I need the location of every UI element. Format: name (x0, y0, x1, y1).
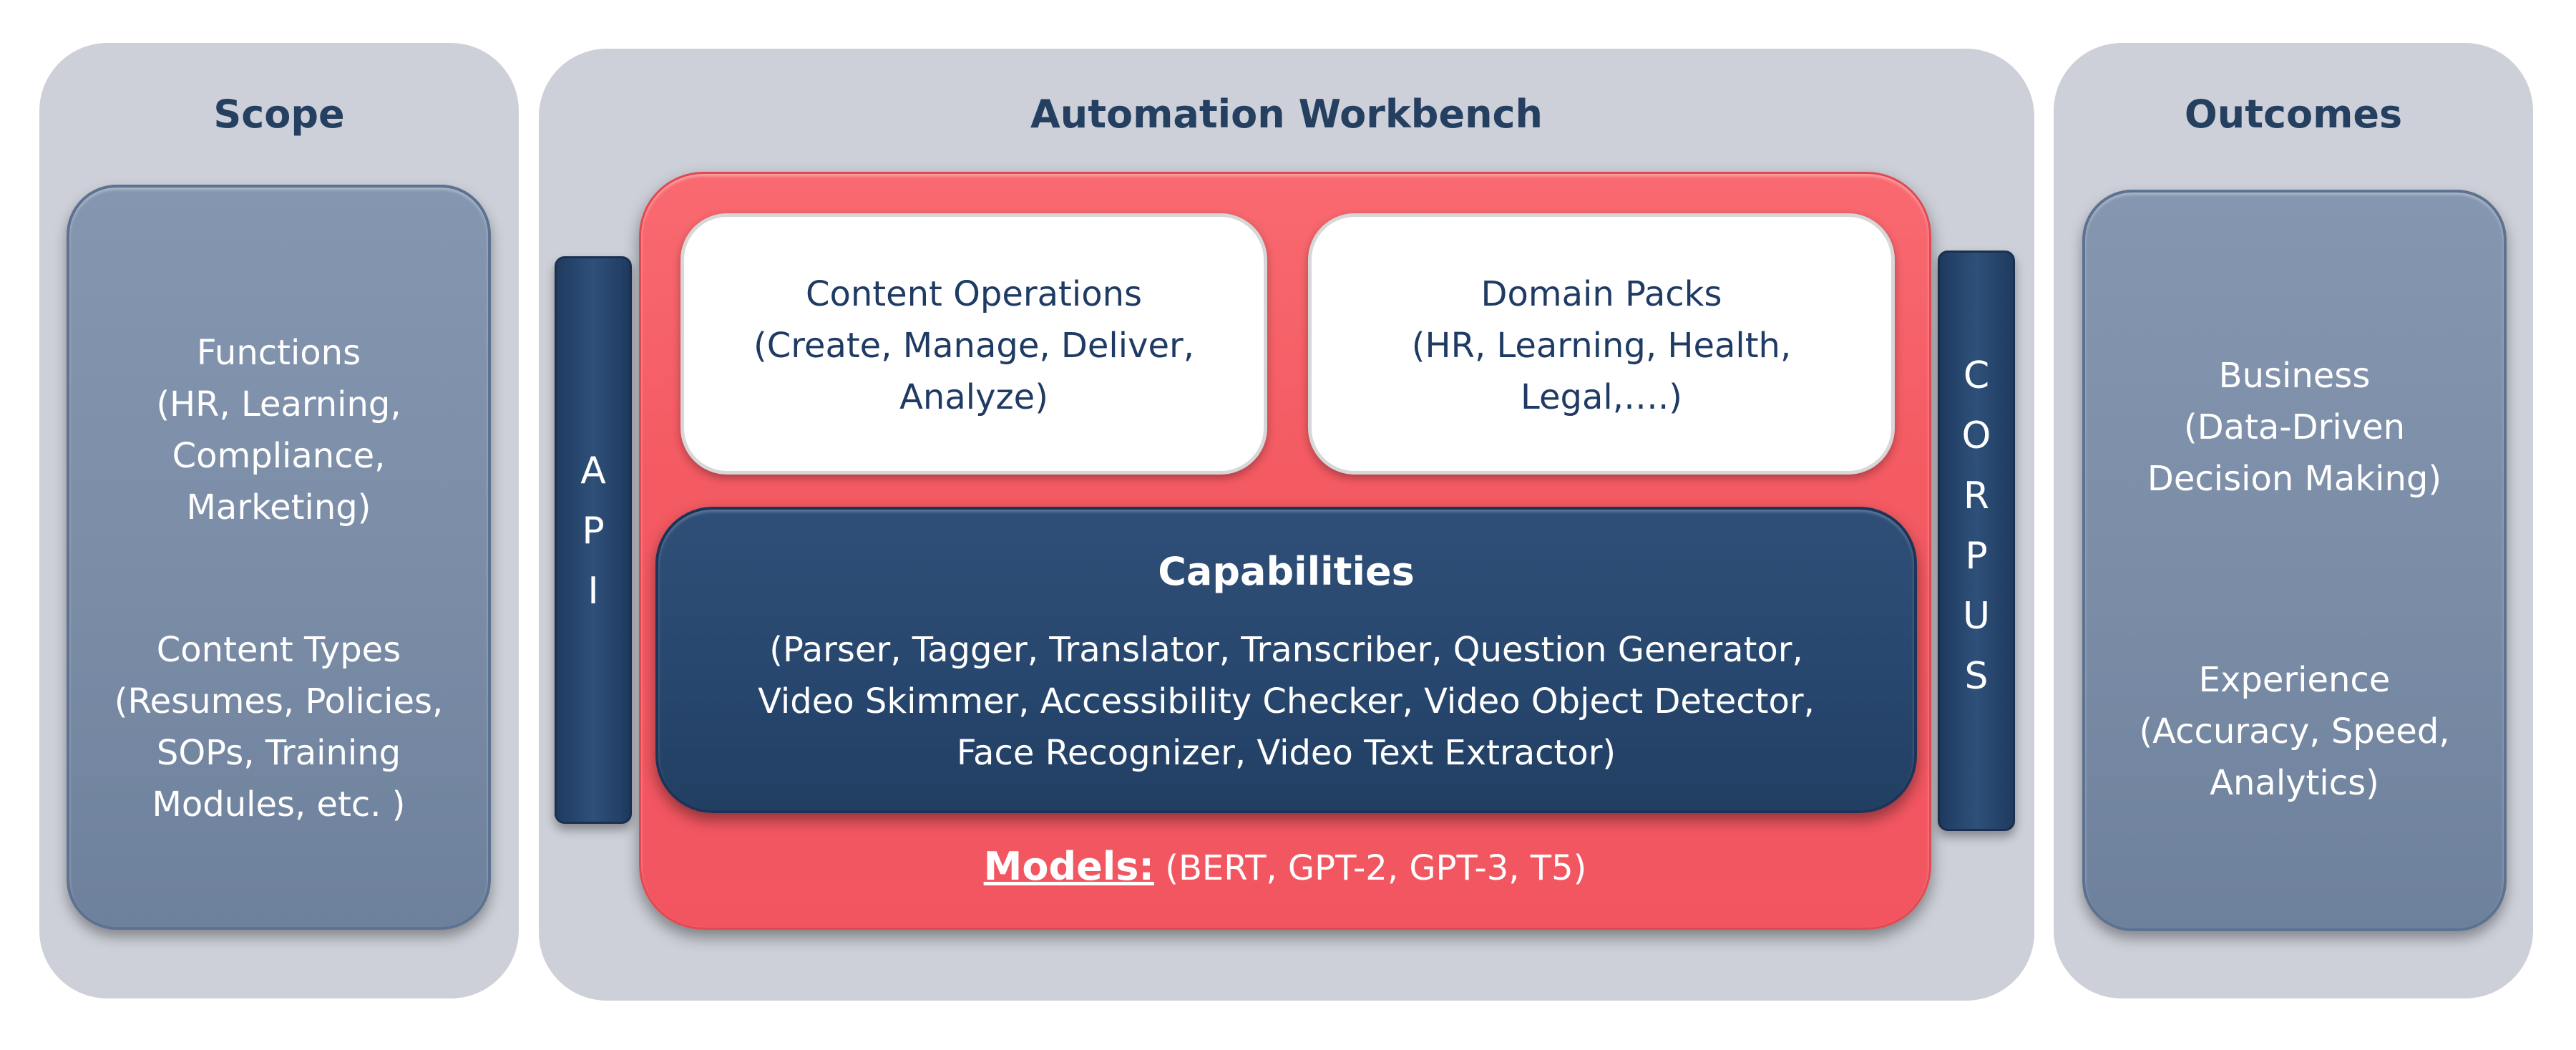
corpus-letter: U (1962, 595, 1991, 638)
scope-functions: Functions (HR, Learning, Compliance, Mar… (156, 333, 401, 528)
corpus-letter: P (1965, 535, 1988, 578)
api-letter: I (587, 570, 599, 613)
outcomes-experience: Experience (Accuracy, Speed, Analytics) (2139, 660, 2450, 803)
models-line: Models: (BERT, GPT-2, GPT-3, T5) (641, 841, 1929, 894)
models-container: Content Operations (Create, Manage, Deli… (639, 172, 1931, 930)
scope-title: Scope (213, 92, 345, 137)
models-label: Models: (983, 844, 1154, 889)
outcomes-title: Outcomes (2184, 92, 2403, 137)
scope-box: Functions (HR, Learning, Compliance, Mar… (67, 185, 491, 930)
models-list: (BERT, GPT-2, GPT-3, T5) (1153, 848, 1587, 888)
domain-packs-box: Domain Packs (HR, Learning, Health, Lega… (1308, 213, 1895, 475)
api-letter: A (580, 449, 606, 492)
corpus-letter: R (1963, 475, 1990, 517)
scope-content-types: Content Types (Resumes, Policies, SOPs, … (114, 630, 444, 825)
content-operations-text: Content Operations (Create, Manage, Deli… (753, 274, 1194, 417)
api-letter: P (582, 510, 605, 553)
content-operations-box: Content Operations (Create, Manage, Deli… (680, 213, 1267, 475)
domain-packs-text: Domain Packs (HR, Learning, Health, Lega… (1411, 274, 1792, 417)
corpus-letter: O (1961, 414, 1991, 457)
outcomes-business: Business (Data-Driven Decision Making) (2147, 356, 2442, 499)
capabilities-title: Capabilities (1158, 549, 1415, 594)
corpus-letter: S (1964, 655, 1989, 698)
scope-panel: Scope Functions (HR, Learning, Complianc… (39, 43, 519, 998)
workbench-title: Automation Workbench (1030, 92, 1543, 137)
capabilities-list: (Parser, Tagger, Translator, Transcriber… (758, 630, 1815, 773)
outcomes-panel: Outcomes Business (Data-Driven Decision … (2054, 43, 2533, 998)
capabilities-box: Capabilities (Parser, Tagger, Translator… (655, 507, 1917, 813)
corpus-letter: C (1963, 354, 1990, 397)
outcomes-box: Business (Data-Driven Decision Making) E… (2082, 190, 2507, 931)
